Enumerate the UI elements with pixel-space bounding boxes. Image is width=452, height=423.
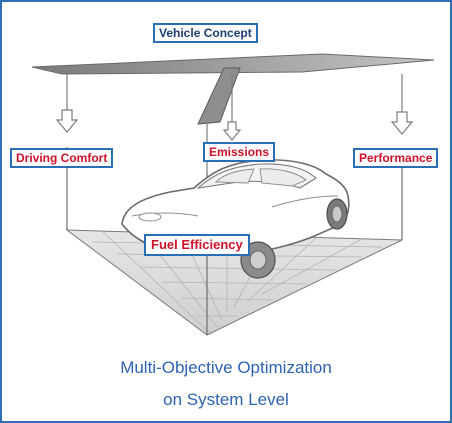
- caption-line-2: on System Level: [163, 390, 289, 409]
- vehicle-concept-label: Vehicle Concept: [153, 23, 258, 43]
- concept-panel: [31, 53, 435, 125]
- performance-label: Performance: [353, 148, 439, 168]
- car-illustration: [121, 159, 350, 279]
- emissions-label: Emissions: [203, 142, 276, 162]
- caption-line-1: Multi-Objective Optimization: [120, 358, 332, 377]
- driving-comfort-label: Driving Comfort: [10, 148, 114, 168]
- fuel-efficiency-label: Fuel Efficiency: [144, 234, 250, 256]
